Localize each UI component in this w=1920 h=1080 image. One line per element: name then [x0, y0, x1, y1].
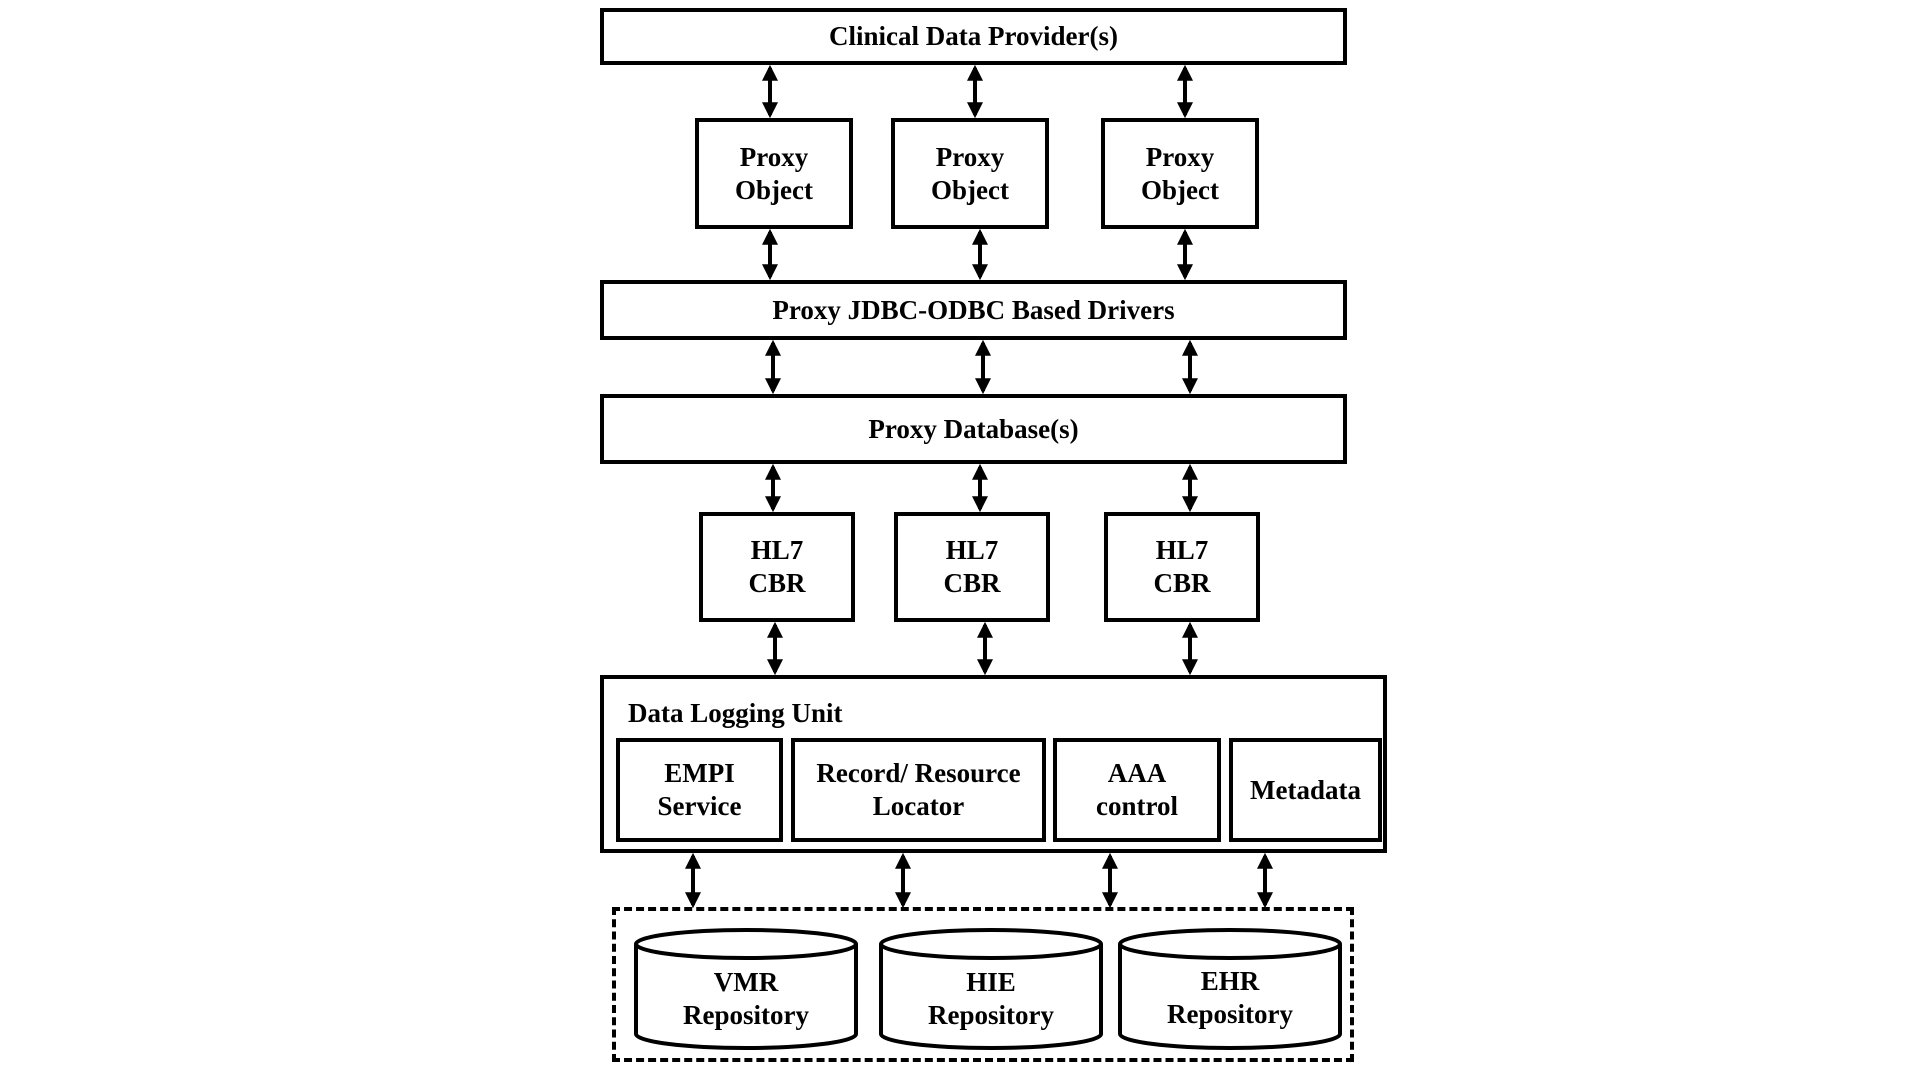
proxy-drivers-label: Proxy JDBC-ODBC Based Drivers	[772, 294, 1175, 325]
proxy-object-label-line2: Object	[1141, 174, 1219, 205]
database-cylinder-icon	[879, 928, 1103, 1050]
repository-group	[612, 907, 1354, 1062]
record-resource-locator-label-line2: Locator	[872, 791, 965, 821]
clinical-data-providers-label: Clinical Data Provider(s)	[829, 21, 1118, 51]
hl7-cbr-box: HL7 CBR	[1104, 512, 1260, 622]
hl7-cbr-box: HL7 CBR	[894, 512, 1050, 622]
proxy-object-label-line1: Proxy	[935, 141, 1005, 172]
record-resource-locator-box: Record/ Resource Locator	[791, 738, 1046, 842]
proxy-drivers-box: Proxy JDBC-ODBC Based Drivers	[600, 280, 1347, 340]
proxy-object-label-line1: Proxy	[1145, 141, 1215, 172]
proxy-object-label-line2: Object	[735, 174, 813, 205]
database-cylinder-icon	[1118, 928, 1342, 1050]
aaa-control-label-line1: AAA	[1107, 758, 1167, 788]
clinical-data-providers-box: Clinical Data Provider(s)	[600, 8, 1347, 65]
proxy-object-label-line2: Object	[931, 174, 1009, 205]
hl7-cbr-label-line2: CBR	[943, 568, 1001, 598]
proxy-object-label-line1: Proxy	[739, 141, 809, 172]
hl7-cbr-box: HL7 CBR	[699, 512, 855, 622]
vmr-repository-label: VMR Repository	[636, 966, 856, 1032]
vmr-repository-label-line2: Repository	[683, 1000, 809, 1030]
ehr-repository-label-line2: Repository	[1167, 999, 1293, 1029]
empi-service-box: EMPI Service	[616, 738, 783, 842]
metadata-box: Metadata	[1229, 738, 1382, 842]
proxy-object-box: Proxy Object	[695, 118, 853, 229]
hl7-cbr-label-line2: CBR	[1153, 568, 1211, 598]
proxy-object-box: Proxy Object	[1101, 118, 1259, 229]
empi-service-label-line1: EMPI	[664, 758, 735, 788]
metadata-label: Metadata	[1250, 774, 1361, 805]
aaa-control-label-line2: control	[1096, 791, 1178, 821]
vmr-repository-label-line1: VMR	[713, 967, 779, 997]
hl7-cbr-label-line1: HL7	[945, 535, 999, 565]
hie-repository-label-line1: HIE	[966, 967, 1016, 997]
hl7-cbr-label-line2: CBR	[748, 568, 806, 598]
aaa-control-box: AAA control	[1053, 738, 1221, 842]
ehr-repository-label: EHR Repository	[1120, 965, 1340, 1031]
proxy-databases-box: Proxy Database(s)	[600, 394, 1347, 464]
data-logging-unit-title: Data Logging Unit	[628, 698, 843, 728]
hie-repository-label: HIE Repository	[881, 966, 1101, 1032]
empi-service-label-line2: Service	[657, 791, 742, 821]
record-resource-locator-label-line1: Record/ Resource	[816, 758, 1021, 788]
data-logging-unit: Data Logging Unit EMPI Service Record/ R…	[600, 675, 1387, 853]
hie-repository-label-line2: Repository	[928, 1000, 1054, 1030]
proxy-databases-label: Proxy Database(s)	[868, 413, 1079, 444]
hl7-cbr-label-line1: HL7	[1155, 535, 1209, 565]
hl7-cbr-label-line1: HL7	[750, 535, 804, 565]
proxy-object-box: Proxy Object	[891, 118, 1049, 229]
ehr-repository-label-line1: EHR	[1200, 966, 1260, 996]
database-cylinder-icon	[634, 928, 858, 1050]
